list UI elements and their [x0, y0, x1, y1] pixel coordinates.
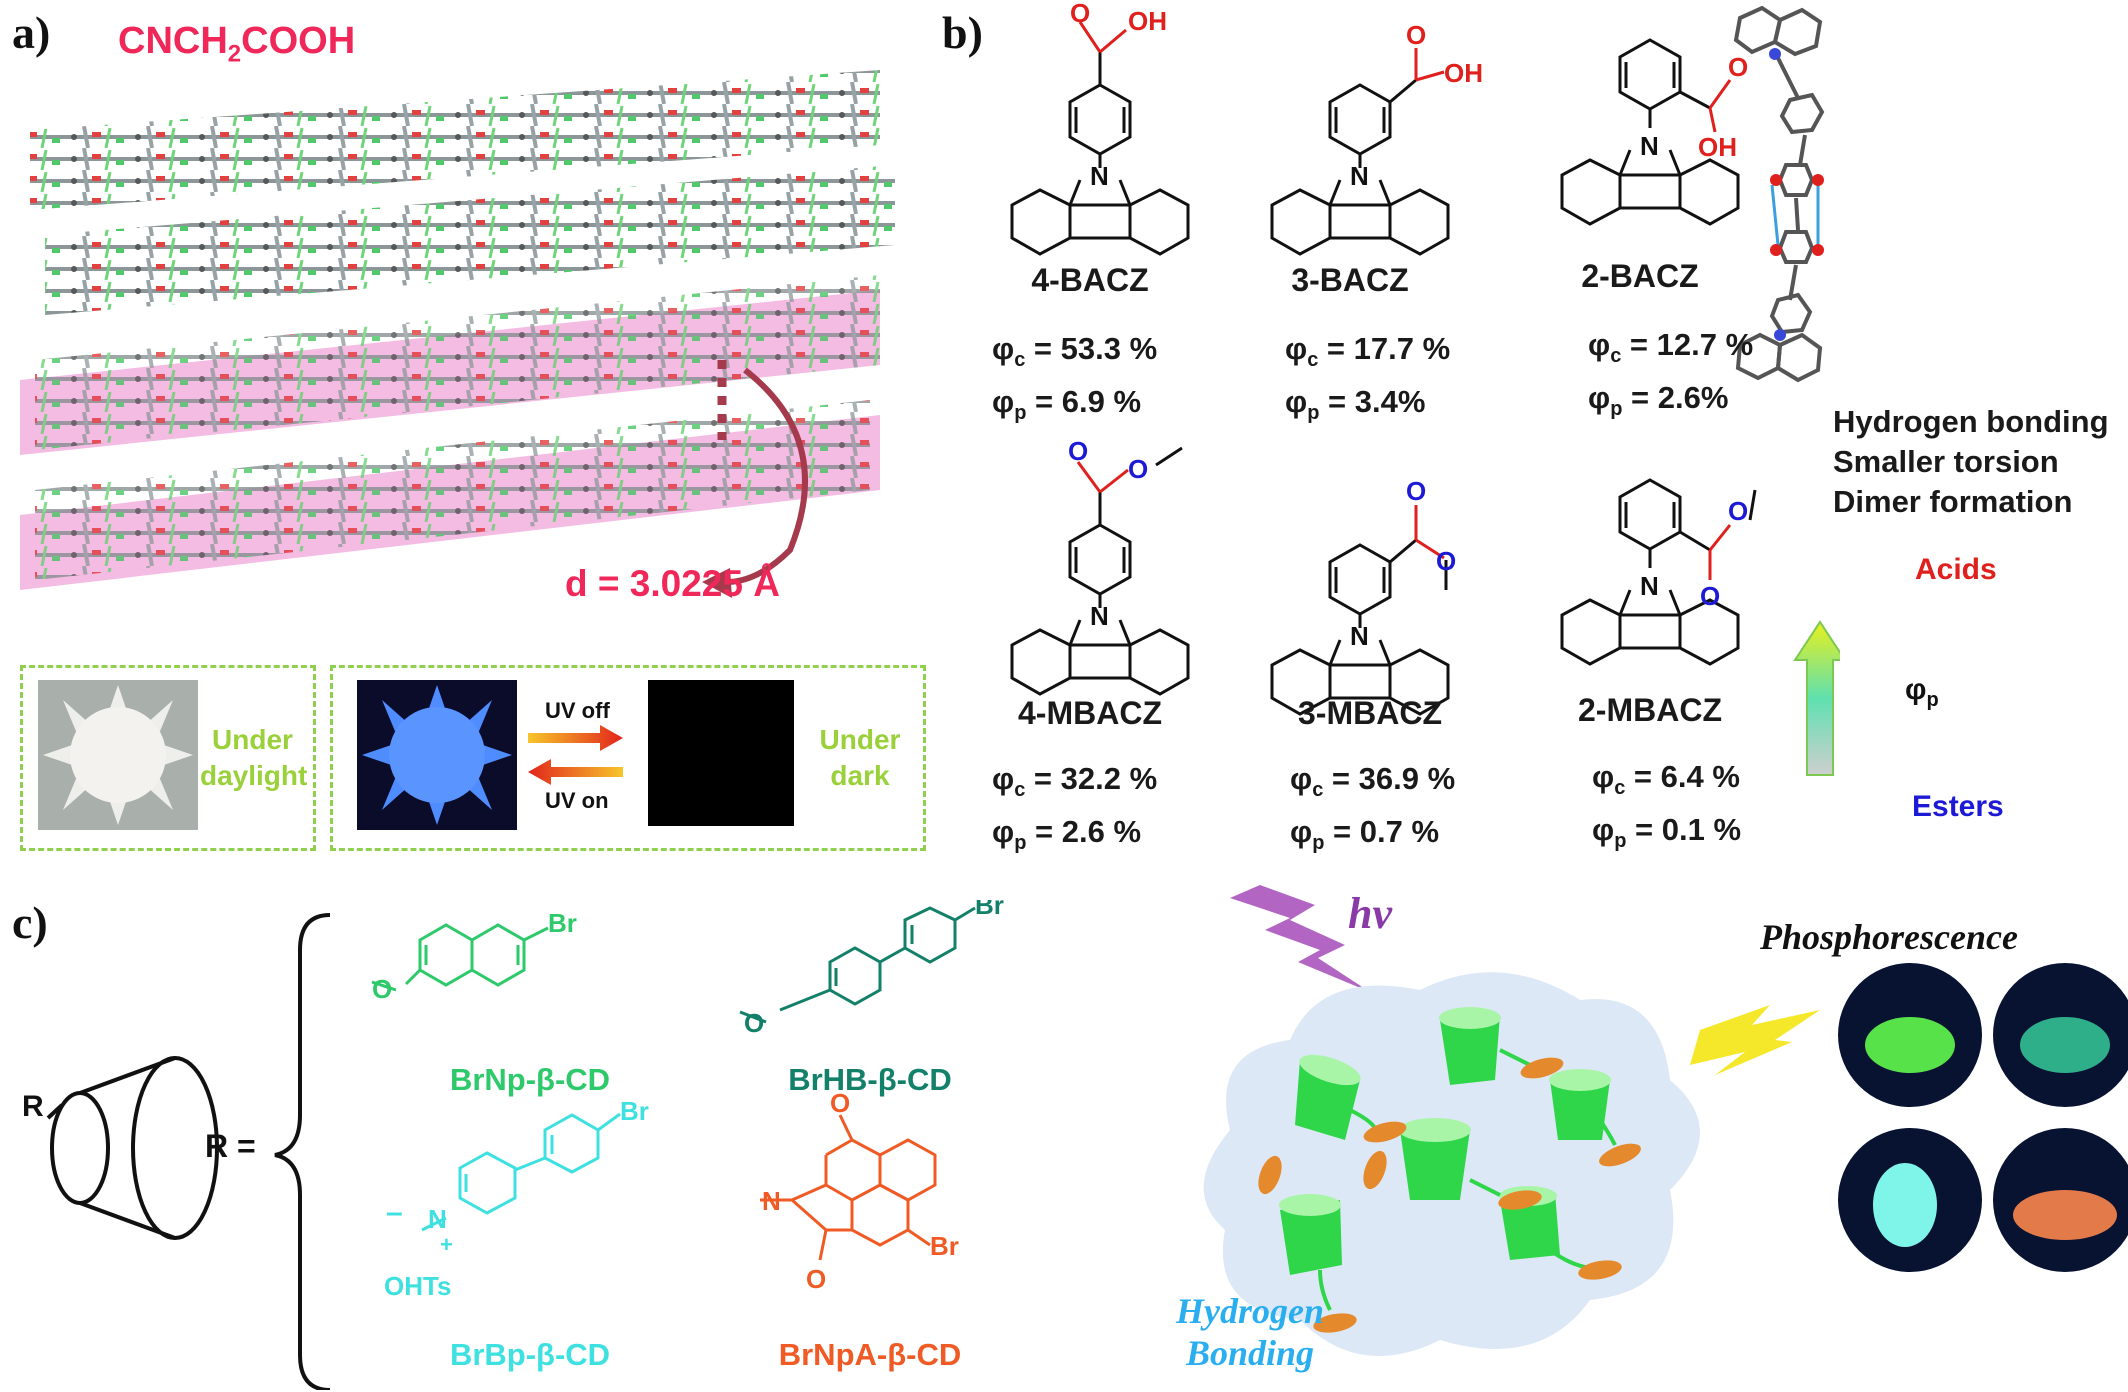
qy-3-mbacz: φc = 36.9 % φp = 0.7 % [1290, 761, 1456, 855]
uv-glow-photo [357, 680, 517, 830]
crystal-packing-diagram [20, 70, 895, 598]
assembly-illustration [1203, 885, 2128, 1356]
molecular-layer-4 [35, 400, 870, 580]
interlayer-distance: d = 3.0225 Å [565, 563, 780, 604]
svg-text:O: O [1128, 454, 1148, 484]
curly-brace [274, 913, 331, 1390]
daylight-label: Under daylight [200, 724, 308, 791]
acid-oh-label: OH [1128, 6, 1167, 36]
uv-on-label: UV on [545, 788, 609, 813]
compound-brnp-beta-cd: BrNp-β-CD [449, 1062, 611, 1097]
phi-p-gradient-arrow [1793, 620, 1840, 776]
spacing-arrow [729, 367, 808, 585]
uv-off-label: UV off [545, 698, 610, 723]
brnp-br-label: Br [548, 908, 577, 938]
molecule-name-2-bacz: 2-BACZ [1581, 258, 1699, 294]
svg-text:O: O [1436, 546, 1456, 576]
compound-brnpa-beta-cd: BrNpA-β-CD [778, 1337, 962, 1372]
brhb-br-label: Br [975, 900, 1004, 920]
svg-text:+: + [440, 1232, 453, 1257]
molecular-layer-1 [30, 70, 880, 210]
lightning-hv-icon [1230, 885, 1370, 992]
phosphorescence-photos [1838, 963, 2128, 1272]
hydrogen-bonding-label: Hydrogen Bonding [1176, 1291, 1324, 1373]
svg-text:N: N [1640, 571, 1659, 601]
panel-c-label: c) [12, 897, 48, 948]
svg-text:N: N [428, 1204, 447, 1234]
svg-text:OH: OH [1698, 132, 1737, 162]
molecule-name-4-mbacz: 4-MBACZ [1018, 695, 1162, 731]
acid-o-label: O [1070, 0, 1090, 28]
dimer-features: Hydrogen bonding Smaller torsion Dimer f… [1833, 402, 2109, 522]
svg-text:N: N [1090, 161, 1109, 191]
acids-label: Acids [1915, 553, 1997, 586]
carbazole-structures: O OH O OH O OH O O O O O O N N N N N N [1010, 0, 1840, 776]
svg-text:–: – [386, 1196, 403, 1229]
r-equals-label: R = [205, 1128, 256, 1164]
qy-2-mbacz: φc = 6.4 % φp = 0.1 % [1592, 759, 1742, 853]
svg-text:O: O [1728, 52, 1748, 82]
svg-text:O: O [1700, 581, 1720, 611]
cyclodextrin-cone-icon [46, 1056, 219, 1240]
svg-text:OH: OH [1444, 58, 1483, 88]
svg-text:O: O [744, 1008, 764, 1038]
svg-text:O: O [1406, 20, 1426, 50]
panel-b-label: b) [942, 7, 983, 58]
molecule-name-4-bacz: 4-BACZ [1031, 262, 1149, 298]
cyclodextrin-structures: Br O Br O Br N + – OHTs Br O N O [46, 900, 1004, 1390]
dark-label: Under dark [819, 724, 901, 791]
dimer-crystal-structure [1733, 5, 1825, 383]
molecule-name-3-mbacz: 3-MBACZ [1298, 695, 1442, 731]
svg-text:N: N [762, 1186, 781, 1216]
brnpa-br-label: Br [930, 1231, 959, 1261]
panel-a-formula: CNCH2COOH [118, 20, 356, 68]
molecular-layer-2 [45, 165, 895, 315]
svg-text:N: N [1640, 131, 1659, 161]
svg-text:O: O [806, 1264, 826, 1294]
hv-label: hν [1348, 889, 1392, 938]
daylight-sun-photo [38, 680, 198, 830]
qy-4-mbacz: φc = 32.2 % φp = 2.6 % [992, 761, 1158, 855]
daylight-photo-box [20, 665, 316, 851]
cd-cup-icons [1279, 1007, 1611, 1275]
compound-brhb-beta-cd: BrHB-β-CD [788, 1062, 952, 1097]
svg-text:N: N [1350, 161, 1369, 191]
svg-text:N: N [1350, 621, 1369, 651]
panel-a-label: a) [12, 7, 51, 58]
qy-4-bacz: φc = 53.3 % φp = 6.9 % [992, 331, 1158, 425]
molecular-layer-3 [35, 275, 880, 450]
guest-molecule-icons [1258, 1057, 1641, 1333]
svg-text:N: N [1090, 601, 1109, 631]
compound-brbp-beta-cd: BrBp-β-CD [449, 1337, 611, 1372]
uv-photo-box [330, 665, 926, 851]
feature-hydrogen-bonding: Hydrogen bonding [1833, 404, 2109, 439]
molecule-name-2-mbacz: 2-MBACZ [1578, 692, 1722, 728]
dark-photo [648, 680, 794, 826]
feature-smaller-torsion: Smaller torsion [1833, 444, 2059, 479]
qy-2-bacz: φc = 12.7 % φp = 2.6% [1588, 327, 1754, 421]
svg-text:O: O [1728, 496, 1748, 526]
svg-text:O: O [1406, 476, 1426, 506]
svg-text:O: O [830, 1088, 850, 1118]
r-substituent-label: R [22, 1090, 44, 1123]
esters-label: Esters [1912, 790, 2004, 823]
phi-p-axis-label: φp [1905, 673, 1939, 711]
brbp-br-label: Br [620, 1096, 649, 1126]
phosphorescence-label: Phosphorescence [1760, 917, 2018, 957]
feature-dimer-formation: Dimer formation [1833, 484, 2073, 519]
qy-3-bacz: φc = 17.7 % φp = 3.4% [1285, 331, 1451, 425]
svg-text:O: O [372, 974, 392, 1004]
uv-arrows [528, 725, 623, 785]
molecule-name-3-bacz: 3-BACZ [1291, 262, 1409, 298]
lightning-emission-icon [1690, 1005, 1820, 1075]
svg-text:O: O [1068, 436, 1088, 466]
svg-text:OHTs: OHTs [384, 1271, 451, 1301]
